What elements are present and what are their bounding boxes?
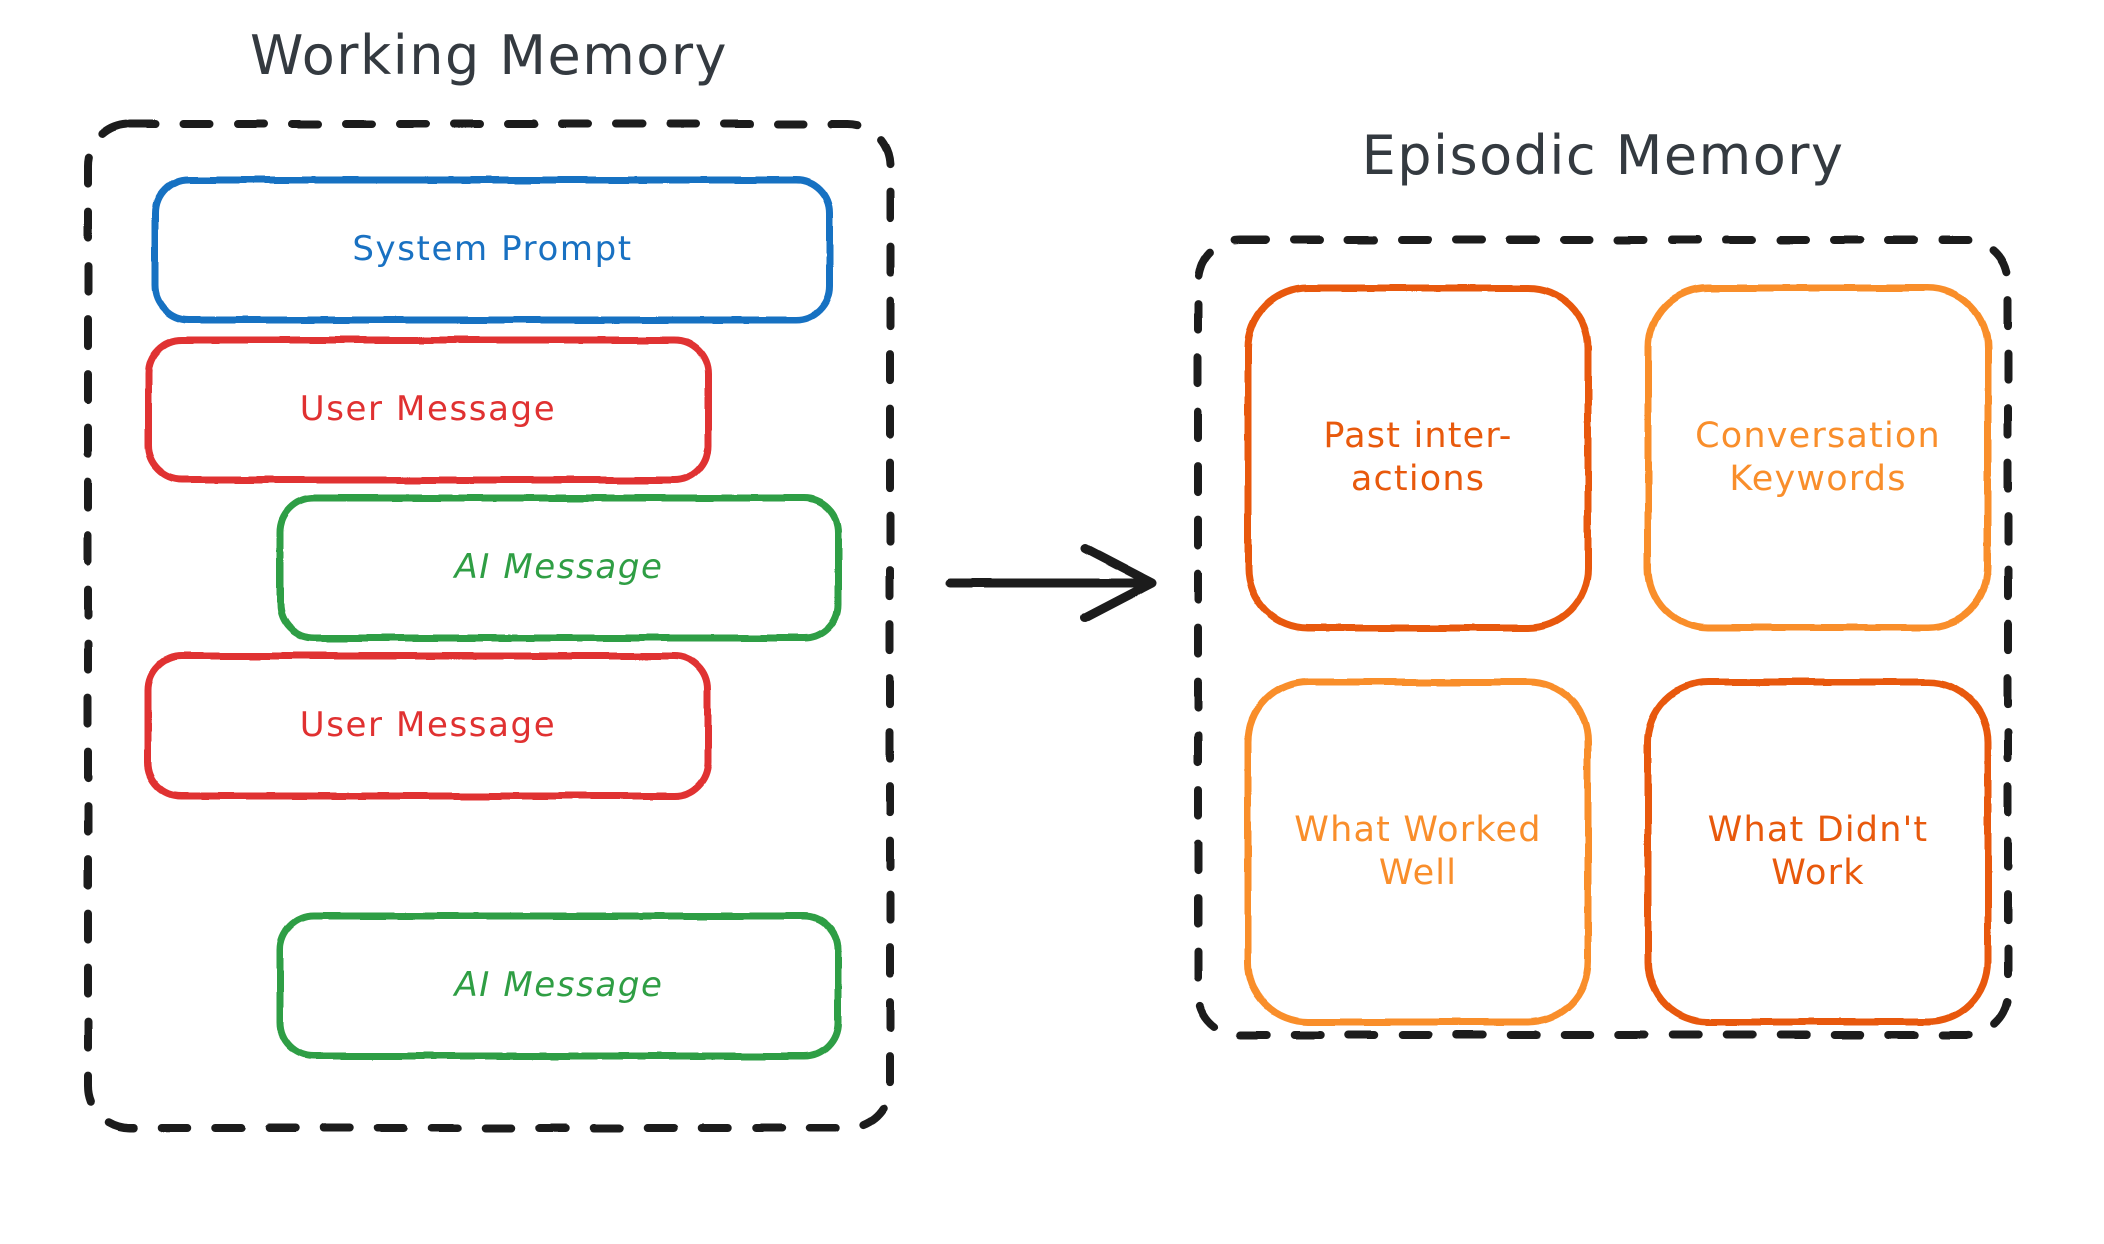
working-memory-title: Working Memory [249, 24, 729, 87]
wm-box-ai-message-2[interactable] [276, 912, 842, 1060]
wm-box-user-message-1[interactable] [144, 336, 712, 484]
em-card-what-didnt-work[interactable] [1644, 678, 1992, 1026]
episodic-memory-title: Episodic Memory [1361, 124, 1845, 187]
arrow-right-icon [945, 543, 1157, 623]
wm-box-user-message-2[interactable] [144, 652, 712, 800]
em-card-what-worked-well[interactable] [1244, 678, 1592, 1026]
em-card-conversation-keywords[interactable] [1644, 284, 1992, 632]
episodic-memory-container [1194, 236, 2012, 1039]
wm-box-system-prompt[interactable] [151, 176, 834, 324]
em-card-past-interactions[interactable] [1244, 284, 1592, 632]
wm-box-ai-message-1[interactable] [276, 494, 842, 642]
working-memory-container [84, 120, 894, 1132]
